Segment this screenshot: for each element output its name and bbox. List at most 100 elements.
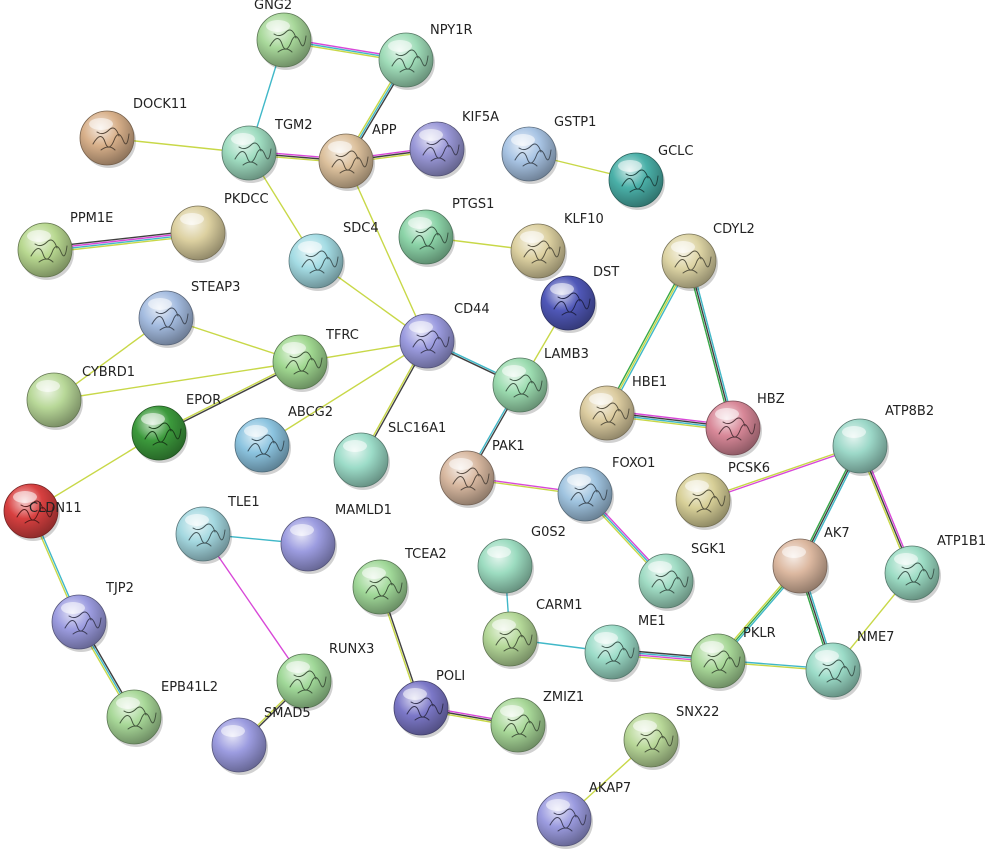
node-highlight [815,650,839,662]
node-highlight [648,561,672,573]
node-mamld1[interactable]: MAMLD1 [280,503,392,574]
protein-structure-icon [621,169,659,193]
node-runx3[interactable]: RUNX3 [276,642,374,711]
node-gstp1[interactable]: GSTP1 [501,115,596,184]
node-highlight [298,241,322,253]
protein-structure-icon [452,467,490,491]
protein-structure-icon [144,422,182,446]
node-label: ATP8B2 [885,404,934,419]
protein-structure-icon [495,628,533,652]
edge-strand [607,261,692,415]
node-highlight [388,40,412,52]
node-nme7[interactable]: NME7 [805,630,894,700]
node-abcg2[interactable]: ABCG2 [234,405,333,475]
node-epb41l2[interactable]: EPB41L2 [106,680,218,747]
node-tle1[interactable]: TLE1 [175,495,260,564]
edge-strand [261,340,428,446]
node-highlight [618,160,642,172]
edge-strand [53,361,301,401]
node-hbz[interactable]: HBZ [705,392,785,458]
node-epor[interactable]: EPOR [131,393,221,463]
node-app[interactable]: APP [318,123,397,191]
node-g0s2[interactable]: G0S2 [477,525,566,596]
node-carm1[interactable]: CARM1 [482,598,583,669]
node-label: NPY1R [430,23,473,38]
node-atp8b2[interactable]: ATP8B2 [832,404,934,476]
protein-structure-icon [331,150,369,174]
node-ak7[interactable]: AK7 [772,526,850,596]
node-highlight [502,365,526,377]
node-gclc[interactable]: GCLC [608,144,693,210]
node-label: PTGS1 [452,197,494,212]
node-highlight [449,458,473,470]
protein-structure-icon [301,250,339,274]
edge-cd44-abcg2 [261,340,428,446]
node-tjp2[interactable]: TJP2 [51,581,134,652]
protein-structure-icon [412,330,450,354]
node-tgm2[interactable]: TGM2 [221,118,313,183]
node-highlight [141,413,165,425]
node-cybrd1[interactable]: CYBRD1 [26,365,135,430]
node-cd44[interactable]: CD44 [399,302,490,371]
node-gng2[interactable]: GNG2 [254,0,313,70]
node-me1[interactable]: ME1 [584,614,666,682]
node-label: AKAP7 [589,781,631,796]
node-npy1r[interactable]: NPY1R [378,23,473,90]
protein-structure-icon [703,650,741,674]
node-pklr[interactable]: PKLR [690,626,776,691]
node-cdyl2[interactable]: CDYL2 [661,222,755,291]
node-label: CD44 [454,302,490,317]
node-label: TGM2 [274,118,313,133]
node-label: TCEA2 [404,547,447,562]
node-highlight [408,217,432,229]
protein-structure-icon [514,143,552,167]
node-cldn11[interactable]: CLDN11 [3,483,82,541]
edge-strand [202,533,305,682]
node-foxo1[interactable]: FOXO1 [557,456,655,524]
node-ptgs1[interactable]: PTGS1 [398,197,494,267]
protein-structure-icon [406,697,444,721]
node-smad5[interactable]: SMAD5 [211,706,311,775]
node-label: ZMIZ1 [543,690,584,705]
node-label: NME7 [857,630,894,645]
node-zmiz1[interactable]: ZMIZ1 [490,690,584,755]
node-klf10[interactable]: KLF10 [510,212,604,281]
node-ppm1e[interactable]: PPM1E [17,211,113,280]
node-kif5a[interactable]: KIF5A [409,110,499,179]
node-label: CLDN11 [29,501,82,516]
node-label: APP [372,123,397,138]
node-highlight [594,632,618,644]
node-poli[interactable]: POLI [393,669,465,738]
node-atp1b1[interactable]: ATP1B1 [884,534,986,603]
node-pcsk6[interactable]: PCSK6 [675,461,770,530]
node-highlight [185,514,209,526]
node-highlight [403,688,427,700]
node-steap3[interactable]: STEAP3 [138,280,240,348]
node-label: ABCG2 [288,405,333,420]
edge-strand [702,444,860,500]
node-tcea2[interactable]: TCEA2 [352,547,447,617]
node-dst[interactable]: DST [540,265,619,333]
node-pkdcc[interactable]: PKDCC [170,192,269,263]
edge-cdyl2-hbz [686,260,736,429]
node-slc16a1[interactable]: SLC16A1 [333,421,446,490]
node-hbe1[interactable]: HBE1 [579,375,667,443]
node-tfrc[interactable]: TFRC [272,328,359,392]
node-highlight [589,393,613,405]
protein-structure-icon [64,611,102,635]
node-highlight [500,705,524,717]
node-lamb3[interactable]: LAMB3 [492,347,589,415]
node-sdc4[interactable]: SDC4 [288,221,379,291]
node-highlight [244,425,268,437]
node-highlight [511,134,535,146]
node-label: ATP1B1 [937,534,986,549]
node-sgk1[interactable]: SGK1 [638,542,726,611]
node-snx22[interactable]: SNX22 [623,705,719,770]
node-akap7[interactable]: AKAP7 [536,781,631,849]
node-highlight [328,141,352,153]
edge-strand [604,259,689,413]
node-highlight [409,321,433,333]
node-dock11[interactable]: DOCK11 [79,97,187,168]
node-pak1[interactable]: PAK1 [439,439,525,508]
